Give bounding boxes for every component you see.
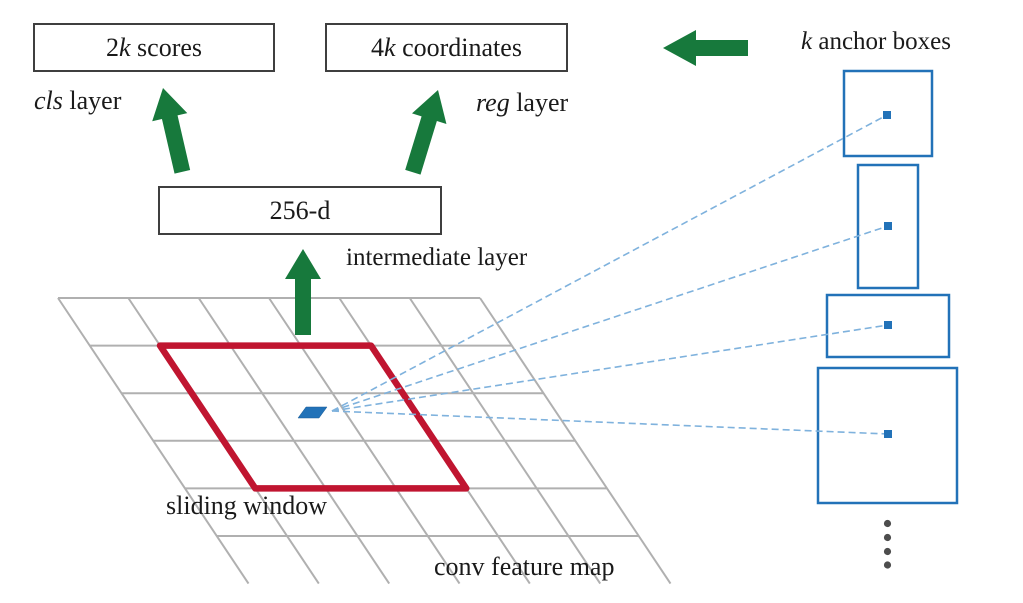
256d-box-label: 256-d (269, 195, 331, 225)
intermediate-arrow-icon (285, 249, 321, 335)
256d-box: 256-d (158, 186, 442, 235)
anchor-boxes-label: k anchor boxes (801, 28, 951, 55)
ellipsis-dots (883, 519, 892, 569)
intermediate-layer-label: intermediate layer (346, 244, 528, 271)
sliding-window-label: sliding window (166, 491, 328, 520)
cls-arrow-icon (152, 88, 191, 174)
feature-point-marker (297, 406, 328, 419)
coordinates-box: 4k coordinates (325, 23, 568, 72)
scores-box-label: 2k scores (105, 32, 203, 62)
anchor-left-arrow-icon (663, 30, 748, 66)
reg-layer-label: reg layer (476, 88, 569, 117)
cls-layer-label: cls layer (34, 86, 122, 115)
coordinates-box-label: 4k coordinates (371, 32, 522, 62)
scores-box: 2k scores (33, 23, 275, 72)
sliding-window-outline (156, 342, 470, 492)
conv-feature-map-grid (57, 297, 672, 585)
anchor-connector-lines (331, 114, 889, 435)
conv-feature-map-label: conv feature map (434, 552, 615, 581)
anchor-center-dots (883, 111, 892, 438)
anchor-boxes (816, 69, 959, 505)
green-arrows (152, 30, 748, 335)
reg-arrow-icon (405, 90, 447, 175)
